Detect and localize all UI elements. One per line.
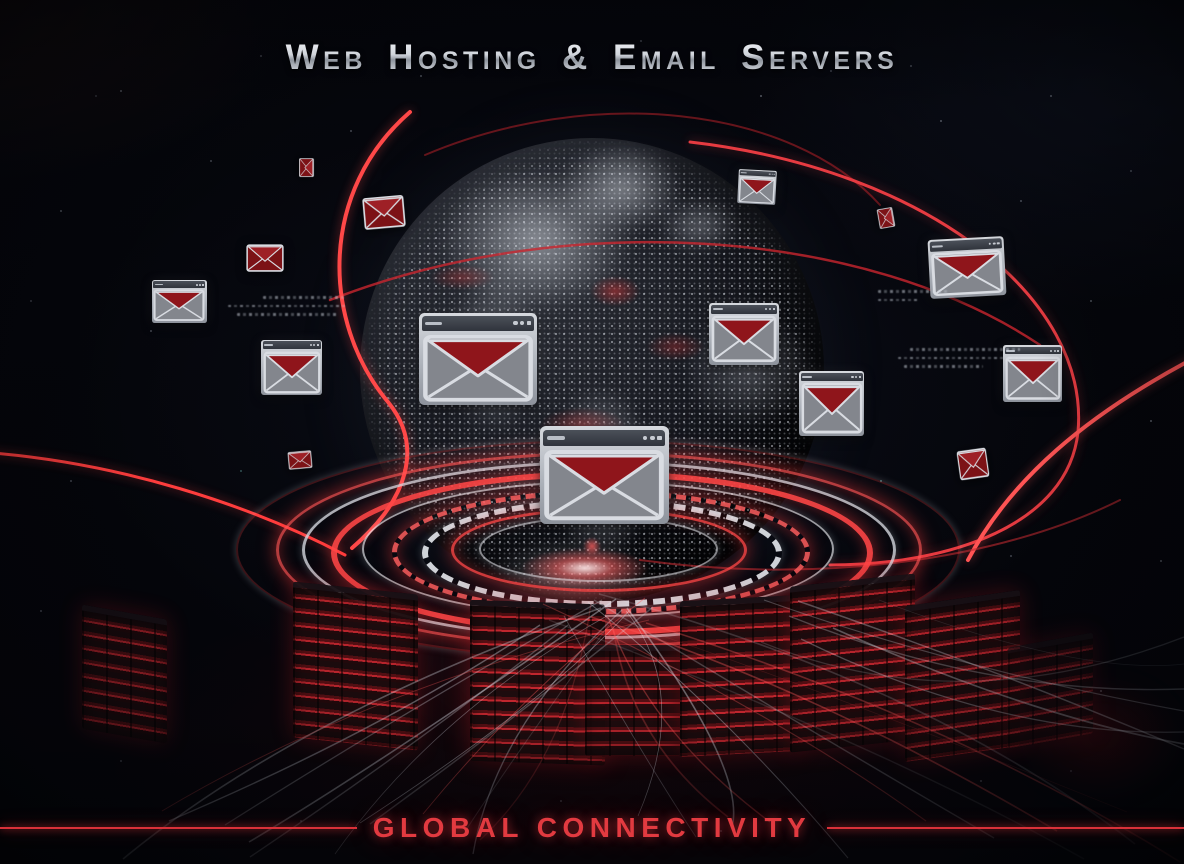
titlebar-text-dash [931,245,943,248]
envelope-glyph [153,289,205,322]
window-buttons-icon [513,321,531,326]
envelope-glyph [423,334,533,402]
email-envelope-icon [298,158,314,178]
window-titlebar [710,304,777,314]
envelope-glyph [362,194,406,230]
titlebar-text-dash [425,321,443,326]
envelope-glyph [287,450,313,470]
footer-rule-right [827,826,1184,830]
titlebar-text-dash [264,344,274,347]
envelope-glyph [801,383,863,434]
window-buttons-icon [764,308,775,311]
envelope-glyph [876,207,896,229]
email-browser-window-icon [709,302,779,365]
titlebar-text-dash [802,375,812,378]
envelope-glyph [956,447,990,481]
window-titlebar [262,341,321,350]
email-envelope-icon [956,447,990,481]
data-readout-text [228,296,346,322]
envelope-glyph [738,176,775,204]
data-readout-text [878,290,948,307]
footer-label: GLOBAL CONNECTIVITY [372,812,812,843]
window-titlebar [422,315,535,331]
email-envelope-icon [362,194,407,230]
envelope-glyph [263,351,320,394]
window-buttons-icon [988,242,1000,246]
email-envelope-icon [287,450,313,470]
email-browser-window-icon [261,339,323,396]
window-titlebar [800,372,863,382]
envelope-glyph [246,244,284,272]
titlebar-text-dash [712,308,723,311]
window-buttons-icon [642,435,662,440]
email-envelope-icon [876,207,896,229]
envelope-glyph [298,158,314,178]
envelope-glyph [711,315,777,363]
window-buttons-icon [309,344,319,347]
email-browser-window-icon [540,426,669,525]
email-browser-window-icon [737,168,777,206]
data-readout-text [898,348,1020,374]
email-browser-window-icon [419,312,538,406]
window-buttons-icon [1050,349,1059,352]
email-browser-window-icon [152,279,207,324]
window-buttons-icon [195,283,204,286]
email-browser-window-icon [799,371,865,437]
titlebar-text-dash [740,171,747,174]
page-title: Web Hosting & Email Servers [0,38,1184,78]
window-buttons-icon [851,375,861,378]
titlebar-text-dash [154,283,163,286]
footer-banner: GLOBAL CONNECTIVITY [0,808,1184,848]
titlebar-text-dash [546,435,566,440]
window-titlebar [153,281,206,289]
window-titlebar [543,429,666,446]
window-buttons-icon [769,173,775,175]
footer-rule-left [0,826,357,830]
email-envelope-icon [246,244,284,272]
envelope-glyph [544,449,665,521]
